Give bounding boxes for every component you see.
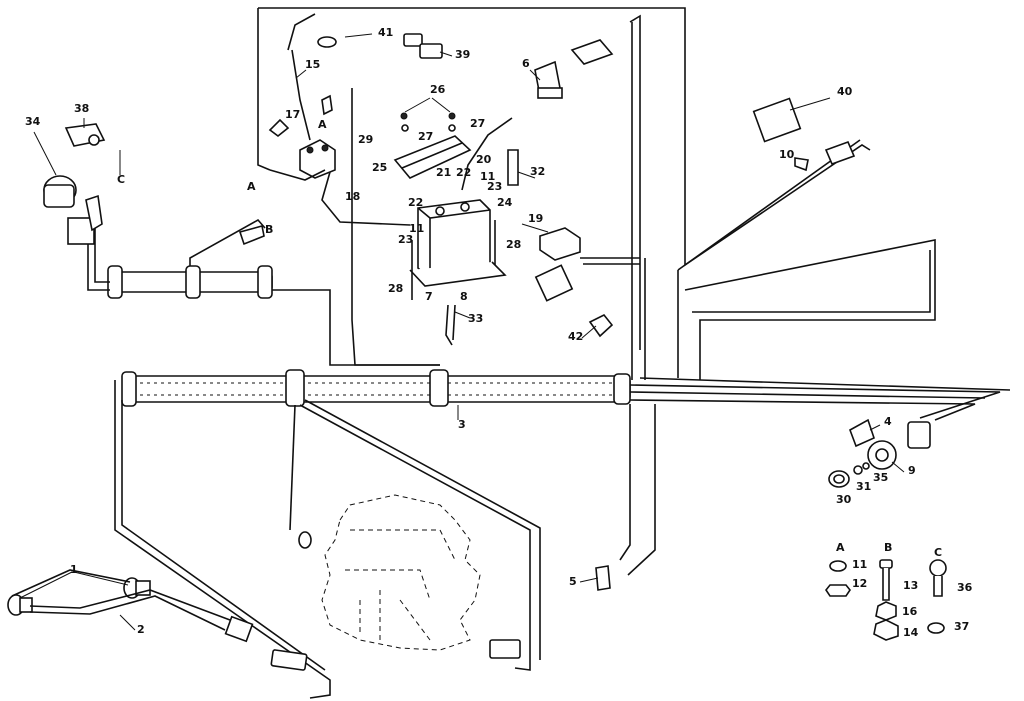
callout-26: 26 — [430, 83, 446, 96]
starter-solenoid — [269, 94, 336, 181]
callout-11: 11 — [852, 558, 867, 571]
callout-25: 25 — [372, 161, 387, 174]
callout-c: C — [117, 173, 125, 186]
callout-18: 18 — [345, 190, 360, 203]
callout-a: A — [318, 118, 327, 131]
battery — [409, 199, 507, 300]
callout-32: 32 — [530, 165, 545, 178]
callout-27: 27 — [470, 117, 485, 130]
hardware-parts — [825, 559, 947, 641]
callout-1: 1 — [70, 563, 78, 576]
callout-22: 22 — [408, 196, 423, 209]
callout-11: 11 — [409, 222, 424, 235]
callout-5: 5 — [569, 575, 577, 588]
ignition-coil — [43, 123, 106, 245]
callout-c: C — [934, 546, 942, 559]
main-harness-tube — [121, 369, 1011, 421]
callout-34: 34 — [25, 115, 41, 128]
callout-24: 24 — [497, 196, 513, 209]
callout-7: 7 — [425, 290, 433, 303]
callout-41: 41 — [378, 26, 393, 39]
left-harness-tube — [87, 215, 440, 366]
callout-15: 15 — [305, 58, 320, 71]
battery-cables — [287, 13, 513, 346]
callout-12: 12 — [852, 577, 867, 590]
callout-17: 17 — [285, 108, 300, 121]
callout-37: 37 — [954, 620, 969, 633]
callout-b: B — [884, 541, 892, 554]
callout-40: 40 — [837, 85, 853, 98]
callout-16: 16 — [902, 605, 918, 618]
ignition-switch — [828, 418, 931, 488]
callout-31: 31 — [856, 480, 871, 493]
lower-connectors — [238, 118, 611, 671]
callout-21: 21 — [436, 166, 451, 179]
callout-29: 29 — [358, 133, 373, 146]
callout-23: 23 — [487, 180, 502, 193]
callout-10: 10 — [779, 148, 795, 161]
callout-23: 23 — [398, 233, 413, 246]
engine-outline — [321, 494, 481, 651]
callout-4: 4 — [884, 415, 892, 428]
callout-a: A — [836, 541, 845, 554]
callout-20: 20 — [476, 153, 492, 166]
callout-a: A — [247, 180, 256, 193]
connectors-upper — [317, 33, 856, 338]
callout-13: 13 — [903, 579, 918, 592]
callout-6: 6 — [522, 57, 530, 70]
callout-3: 3 — [458, 418, 466, 431]
callout-35: 35 — [873, 471, 888, 484]
callout-22: 22 — [456, 166, 471, 179]
callout-30: 30 — [836, 493, 852, 506]
callout-28: 28 — [388, 282, 403, 295]
callout-38: 38 — [74, 102, 89, 115]
battery-holddown — [393, 112, 472, 179]
callout-36: 36 — [957, 581, 973, 594]
callout-39: 39 — [455, 48, 470, 61]
callout-42: 42 — [568, 330, 583, 343]
upper-harness-wires — [257, 7, 936, 380]
callout-28: 28 — [506, 238, 521, 251]
headlights — [7, 569, 254, 643]
callout-b: B — [265, 223, 273, 236]
callout-2: 2 — [137, 623, 145, 636]
callout-8: 8 — [460, 290, 468, 303]
leader-lines — [19, 33, 905, 631]
callout-19: 19 — [528, 212, 543, 225]
callout-33: 33 — [468, 312, 483, 325]
callout-27: 27 — [418, 130, 433, 143]
lower-harness-wires — [114, 380, 656, 699]
callout-14: 14 — [903, 626, 919, 639]
callout-11: 11 — [480, 170, 495, 183]
callout-9: 9 — [908, 464, 916, 477]
